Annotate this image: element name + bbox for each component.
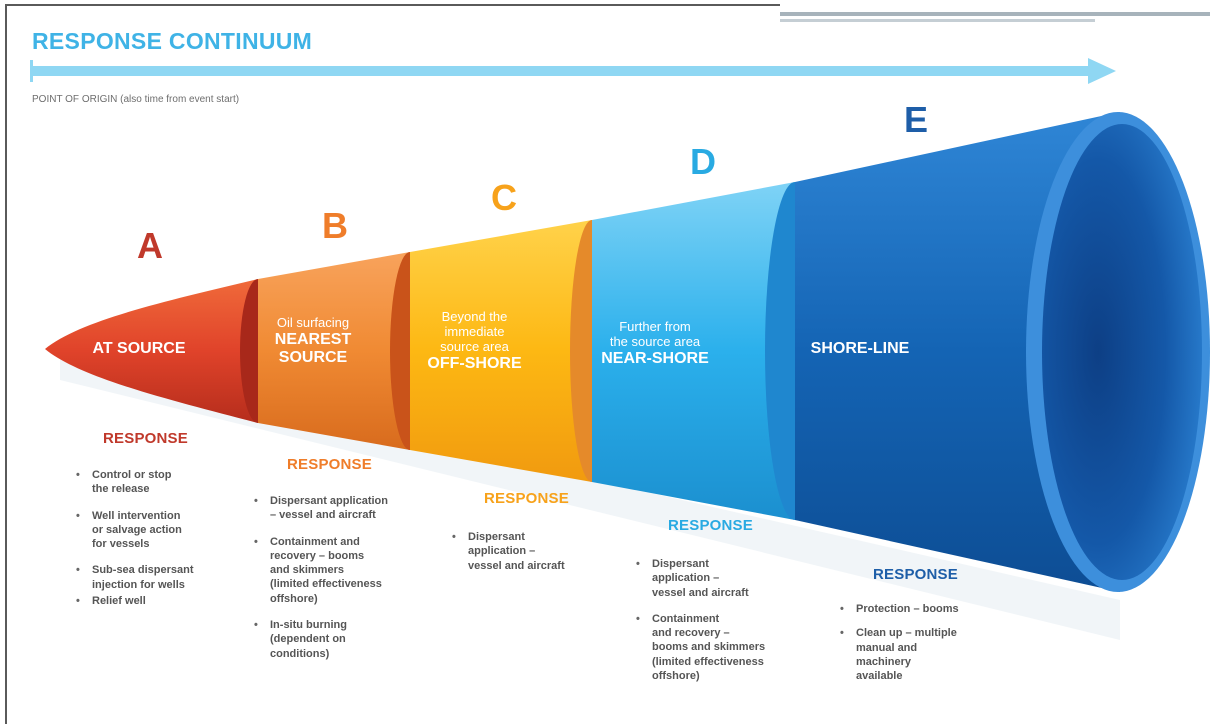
segment-label-a: AT SOURCE (74, 340, 204, 358)
segment-b-main: NEAREST SOURCE (274, 330, 352, 367)
response-list-c: Dispersant application – vessel and airc… (446, 530, 616, 585)
segment-label-c: Beyond the immediate source area OFF-SHO… (412, 309, 537, 373)
segment-label-b: Oil surfacing NEAREST SOURCE (258, 315, 368, 368)
segment-c-main: OFF-SHORE (427, 354, 522, 372)
cone-segment-a (45, 279, 258, 423)
cone-mouth (1042, 124, 1202, 580)
diagram-title: RESPONSE CONTINUUM (32, 28, 313, 54)
response-list-b: Dispersant application – vessel and airc… (248, 494, 438, 673)
segment-b-sub: Oil surfacing (276, 315, 350, 330)
response-list-e: Protection – booms Clean up – multiple m… (834, 602, 1024, 689)
segment-letter-d: D (690, 141, 716, 182)
cone-segment-c (410, 220, 592, 482)
list-item: Dispersant application – vessel and airc… (630, 557, 820, 600)
segment-e-main: SHORE-LINE (810, 340, 910, 357)
list-item: Protection – booms (834, 602, 1024, 617)
response-heading-c: RESPONSE (484, 490, 569, 507)
segment-c-sub: Beyond the immediate source area (440, 309, 509, 354)
list-item: Dispersant application – vessel and airc… (248, 494, 438, 523)
list-item: Dispersant application – vessel and airc… (446, 530, 616, 573)
response-heading-e: RESPONSE (873, 566, 958, 583)
response-heading-d: RESPONSE (668, 517, 753, 534)
segment-d-main: NEAR-SHORE (601, 349, 709, 367)
response-list-a: Control or stop the release Well interve… (70, 468, 240, 620)
page-border-top (5, 4, 780, 6)
segment-label-e: SHORE-LINE (790, 340, 930, 358)
segment-letter-e: E (904, 99, 929, 140)
list-item: Well intervention or salvage action for … (70, 509, 240, 552)
segment-letter-c: C (491, 177, 517, 218)
page-border-left (5, 4, 7, 724)
list-item: Containment and recovery – booms and ski… (248, 535, 438, 606)
segment-letter-a: A (137, 225, 163, 266)
origin-label: POINT OF ORIGIN (also time from event st… (32, 94, 240, 105)
segment-letter-b: B (322, 205, 348, 246)
response-heading-b: RESPONSE (287, 456, 372, 473)
cone-segment-d (592, 182, 795, 520)
response-list-d: Dispersant application – vessel and airc… (630, 557, 820, 695)
corner-rule-secondary (780, 19, 1095, 22)
corner-rule (780, 12, 1210, 16)
list-item: Containment and recovery – booms and ski… (630, 612, 820, 683)
list-item: In-situ burning (dependent on conditions… (248, 618, 438, 661)
list-item: Relief well (70, 594, 240, 609)
list-item: Sub-sea dispersant injection for wells (70, 563, 240, 592)
segment-label-d: Further from the source area NEAR-SHORE (580, 319, 730, 368)
cone-segment-b (258, 252, 410, 450)
list-item: Control or stop the release (70, 468, 240, 497)
segment-a-main: AT SOURCE (92, 340, 186, 357)
segment-d-sub: Further from the source area (609, 319, 701, 349)
list-item: Clean up – multiple manual and machinery… (834, 626, 1024, 683)
continuum-arrow (30, 58, 1116, 84)
response-heading-a: RESPONSE (103, 430, 188, 447)
